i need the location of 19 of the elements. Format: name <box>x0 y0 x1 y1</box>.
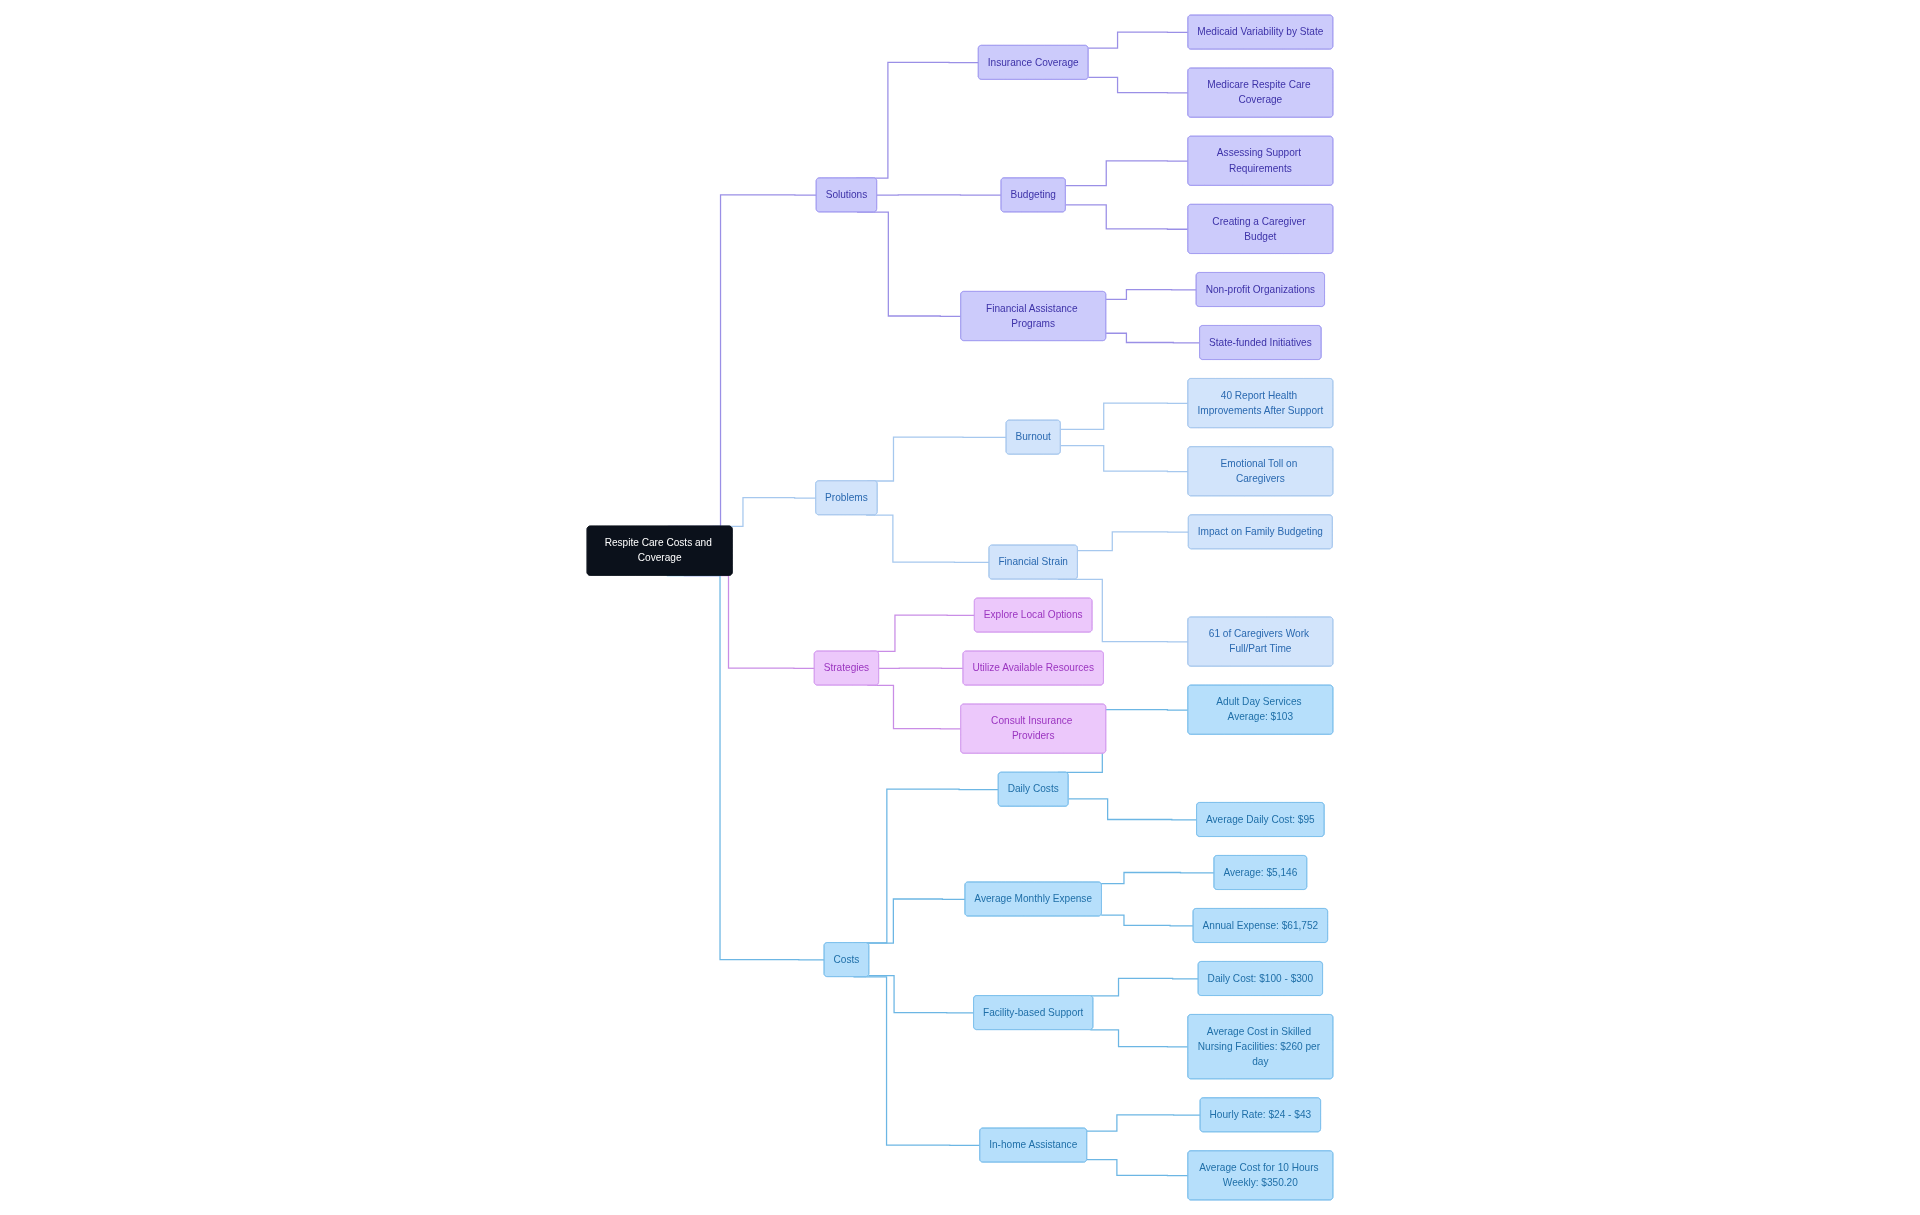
connector <box>1086 1159 1189 1177</box>
connector <box>1105 332 1201 344</box>
connector <box>1087 76 1189 94</box>
connector <box>1065 204 1189 230</box>
connector <box>1077 531 1190 552</box>
connector <box>867 975 975 1014</box>
connector <box>1105 288 1198 300</box>
connector <box>1065 160 1189 187</box>
connector <box>1089 1029 1189 1048</box>
connector <box>876 194 1002 196</box>
connector <box>1087 31 1189 49</box>
connector <box>866 898 966 944</box>
connector <box>1060 445 1189 473</box>
connector <box>1067 798 1198 821</box>
connector <box>1100 871 1215 885</box>
connector <box>878 667 964 669</box>
connector <box>1100 914 1194 927</box>
connector <box>1060 402 1189 430</box>
connector <box>1086 1114 1202 1132</box>
